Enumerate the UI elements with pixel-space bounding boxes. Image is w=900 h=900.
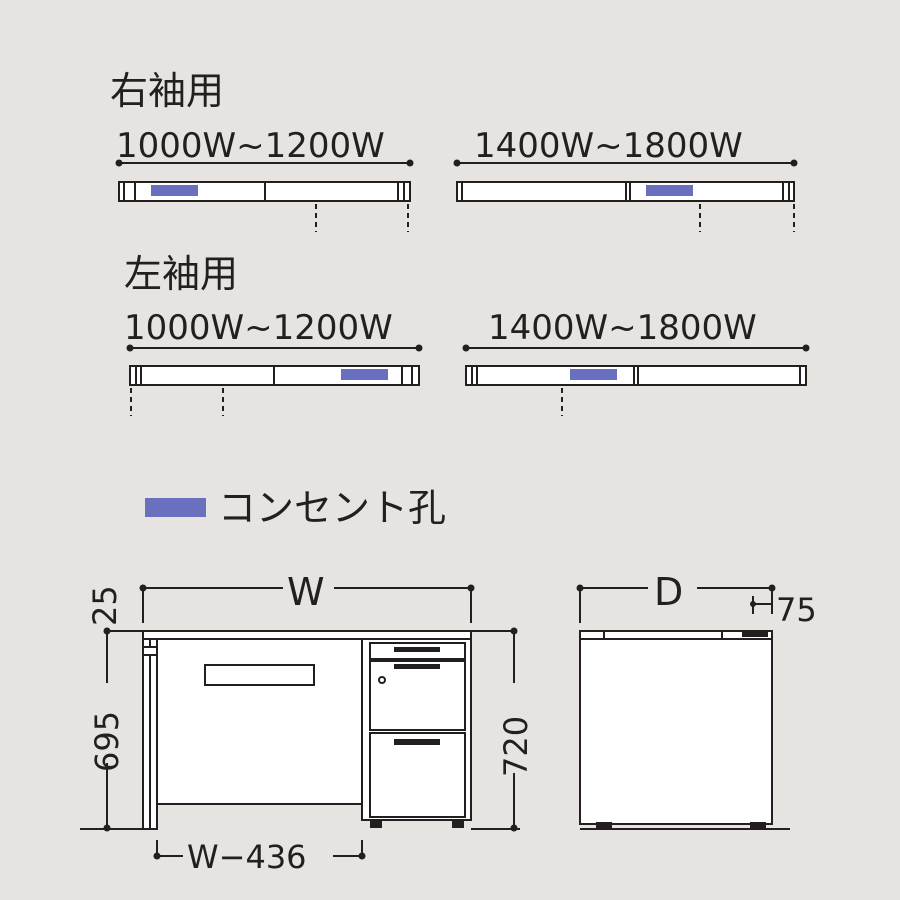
width-label: W [287, 570, 325, 614]
right-sleeve-small-plan: 1000W~1200W [115, 126, 414, 232]
front-elevation: W 25 695 720 [80, 570, 535, 876]
left-sleeve-large-plan: 1400W~1800W [462, 308, 810, 416]
back-offset-label: 75 [776, 591, 817, 629]
side-elevation: D 75 [576, 570, 817, 830]
left-sleeve-small-plan: 1000W~1200W [124, 308, 423, 416]
right-sleeve-large-range: 1400W~1800W [474, 126, 743, 166]
left-sleeve-small-range: 1000W~1200W [124, 308, 393, 348]
total-height-label: 720 [497, 716, 535, 777]
leg-height-label: 695 [88, 711, 126, 772]
legend-label: コンセント孔 [218, 486, 446, 530]
outlet-hole [341, 369, 388, 380]
legend-swatch [145, 498, 206, 517]
outlet-hole [646, 185, 693, 196]
legend: コンセント孔 [145, 486, 446, 530]
pedestal-span-label: W−436 [187, 838, 307, 876]
left-sleeve-large-range: 1400W~1800W [488, 308, 757, 348]
outlet-hole [570, 369, 617, 380]
depth-label: D [654, 570, 683, 614]
left-sleeve-title: 左袖用 [124, 252, 238, 296]
right-sleeve-large-plan: 1400W~1800W [453, 126, 798, 232]
top-thickness-label: 25 [86, 585, 124, 626]
right-sleeve-small-range: 1000W~1200W [116, 126, 385, 166]
outlet-hole [151, 185, 198, 196]
right-sleeve-title: 右袖用 [110, 69, 224, 113]
